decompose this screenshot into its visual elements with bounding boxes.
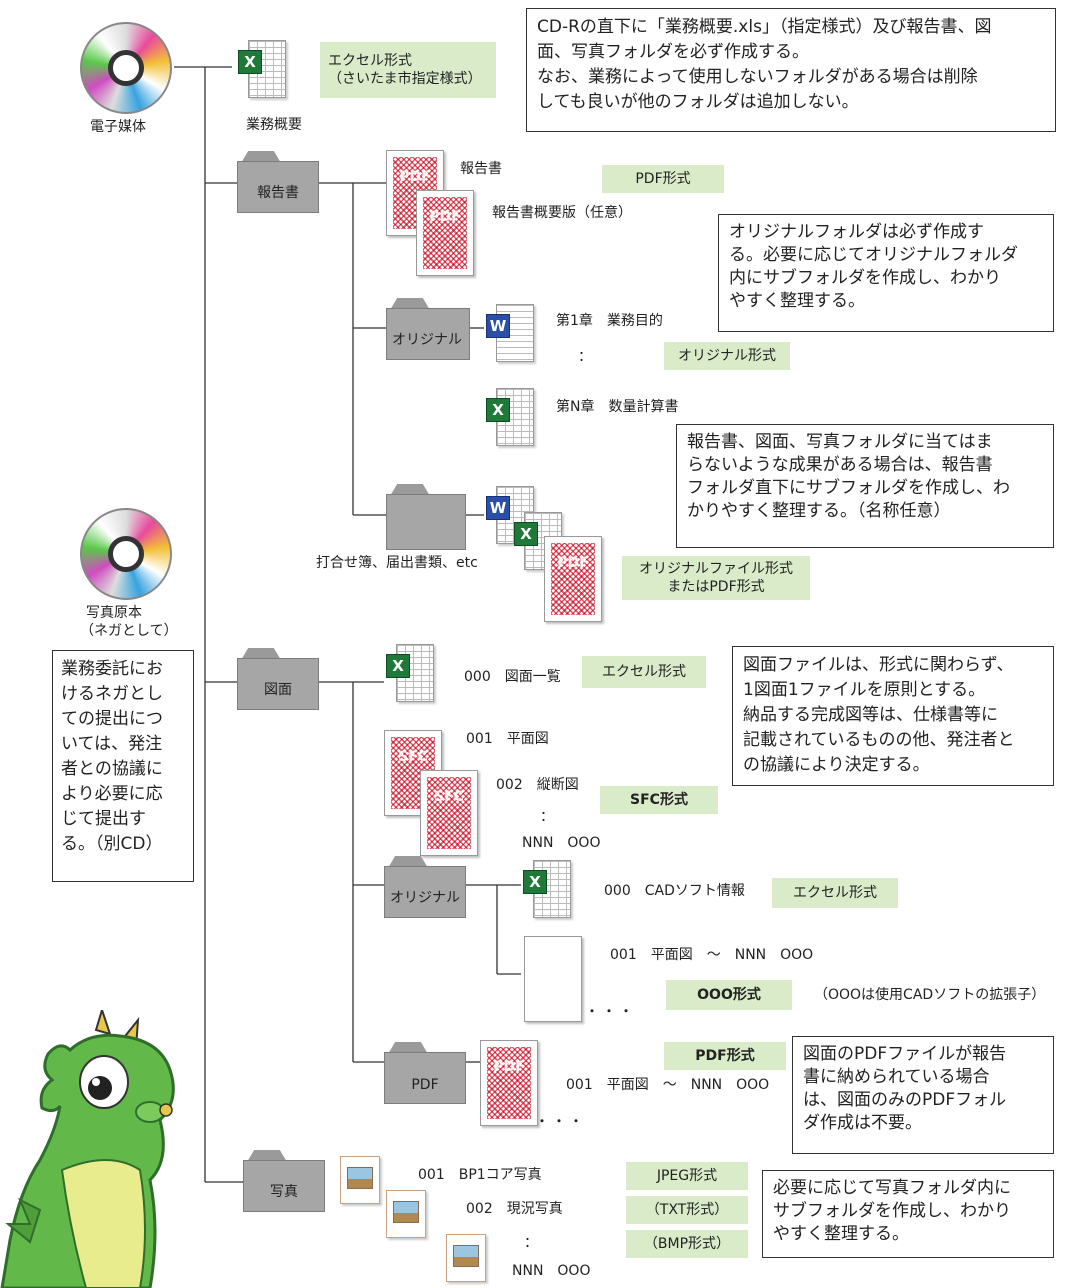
negative-note: 業務委託におけるネガとし ての提出については、発注 者との協議により必要に応 じ… bbox=[52, 650, 194, 882]
report-summary-label: 報告書概要版（任意） bbox=[492, 205, 632, 221]
photo-folder[interactable]: 写真 bbox=[243, 1150, 325, 1212]
photo-cd-icon bbox=[80, 508, 172, 600]
chapter-1-label: 第1章 業務目的 bbox=[556, 313, 663, 329]
pdf-folder-note: 図面のPDFファイルが報告書に納められている場合 は、図面のみのPDFフォルダ作… bbox=[792, 1036, 1054, 1154]
word-file-icon: W bbox=[484, 304, 534, 364]
txt-format-tag: （TXT形式） bbox=[626, 1196, 748, 1224]
excel-file-icon: X bbox=[236, 40, 286, 100]
photo-file-label: 002 現況写真 bbox=[466, 1201, 563, 1217]
pdf-dots: ・・・ bbox=[536, 1114, 588, 1128]
excel-file-icon: X bbox=[484, 388, 534, 448]
pdf-file-icon: PDF bbox=[480, 1040, 538, 1126]
excel-format-tag: エクセル形式（さいたま市指定様式） bbox=[320, 42, 496, 98]
pdf-format-tag: PDF形式 bbox=[602, 165, 724, 193]
cad-extension-note: （OOOは使用CADソフトの拡張子） bbox=[814, 987, 1046, 1003]
excel-file-icon: X bbox=[384, 644, 434, 704]
chapter-n-label: 第N章 数量計算書 bbox=[556, 399, 679, 415]
word-file-icon: W bbox=[484, 486, 534, 546]
image-file-icon bbox=[446, 1234, 486, 1282]
drawings-original-folder[interactable]: オリジナル bbox=[384, 856, 466, 918]
ellipsis: ： bbox=[540, 809, 554, 825]
bmp-format-tag: （BMP形式） bbox=[626, 1230, 748, 1258]
drawings-pdf-folder[interactable]: PDF bbox=[384, 1042, 466, 1104]
cad-dots: ・・・ bbox=[586, 1004, 638, 1018]
photo-last-label: NNN OOO bbox=[512, 1263, 591, 1279]
cad-file-icon bbox=[524, 936, 582, 1022]
cd-icon bbox=[80, 22, 172, 114]
photo-file-label: 001 BP1コア写真 bbox=[418, 1167, 542, 1183]
dragon-mascot-icon bbox=[0, 1010, 175, 1288]
drawings-folder[interactable]: 図面 bbox=[237, 648, 319, 710]
original-folder-note: オリジナルフォルダは必ず作成する。必要に応じてオリジナルフォルダ 内にサブフォル… bbox=[718, 214, 1054, 332]
root-file-name: 業務概要 bbox=[246, 117, 302, 133]
plan-label: 001 平面図 bbox=[466, 731, 549, 747]
report-folder[interactable]: 報告書 bbox=[237, 151, 319, 213]
misc-folder-label: 打合せ簿、届出書類、etc bbox=[316, 555, 478, 571]
other-results-note: 報告書、図面、写真フォルダに当てはまらないような成果がある場合は、報告書 フォル… bbox=[676, 424, 1054, 548]
excel-format-tag: エクセル形式 bbox=[772, 878, 898, 908]
profile-label: 002 縦断図 bbox=[496, 777, 579, 793]
image-file-icon bbox=[340, 1156, 380, 1204]
cad-info-label: 000 CADソフト情報 bbox=[604, 883, 745, 899]
pdf-files-label: 001 平面図 ～ NNN OOO bbox=[566, 1077, 770, 1093]
photo-cd-label-2: （ネガとして） bbox=[80, 623, 178, 639]
drawing-list-label: 000 図面一覧 bbox=[464, 669, 561, 685]
original-format-tag: オリジナル形式 bbox=[664, 342, 790, 370]
ellipsis: ： bbox=[578, 349, 592, 365]
cdr-note: CD-Rの直下に「業務概要.xls」（指定様式）及び報告書、図面、写真フォルダを… bbox=[526, 8, 1056, 132]
sfc-format-tag: SFC形式 bbox=[600, 786, 718, 814]
cad-format-tag: OOO形式 bbox=[666, 980, 792, 1010]
misc-format-tag: オリジナルファイル形式またはPDF形式 bbox=[622, 556, 810, 600]
report-file-label: 報告書 bbox=[460, 161, 502, 177]
ellipsis: ： bbox=[524, 1235, 538, 1251]
sfc-last-label: NNN OOO bbox=[522, 835, 601, 851]
image-file-icon bbox=[386, 1190, 426, 1238]
pdf-file-icon: PDF bbox=[416, 190, 474, 276]
pdf-format-tag: PDF形式 bbox=[664, 1042, 786, 1070]
photo-cd-label-1: 写真原本 bbox=[86, 605, 142, 621]
photo-folder-note: 必要に応じて写真フォルダ内にサブフォルダを作成し、わかりやすく整理する。 bbox=[762, 1170, 1054, 1258]
sfc-file-icon: SFC bbox=[420, 770, 478, 856]
excel-file-icon: X bbox=[521, 860, 571, 920]
cad-files-label: 001 平面図 ～ NNN OOO bbox=[610, 947, 814, 963]
report-folder-label: 報告書 bbox=[257, 185, 299, 201]
pdf-file-icon: PDF bbox=[544, 536, 602, 622]
jpeg-format-tag: JPEG形式 bbox=[626, 1162, 748, 1190]
excel-format-tag: エクセル形式 bbox=[582, 656, 706, 688]
report-original-folder[interactable]: オリジナル bbox=[386, 298, 470, 360]
drawing-file-note: 図面ファイルは、形式に関わらず、1図面1ファイルを原則とする。 納品する完成図等… bbox=[732, 646, 1054, 786]
misc-folder[interactable] bbox=[386, 484, 466, 550]
media-label: 電子媒体 bbox=[90, 119, 146, 135]
